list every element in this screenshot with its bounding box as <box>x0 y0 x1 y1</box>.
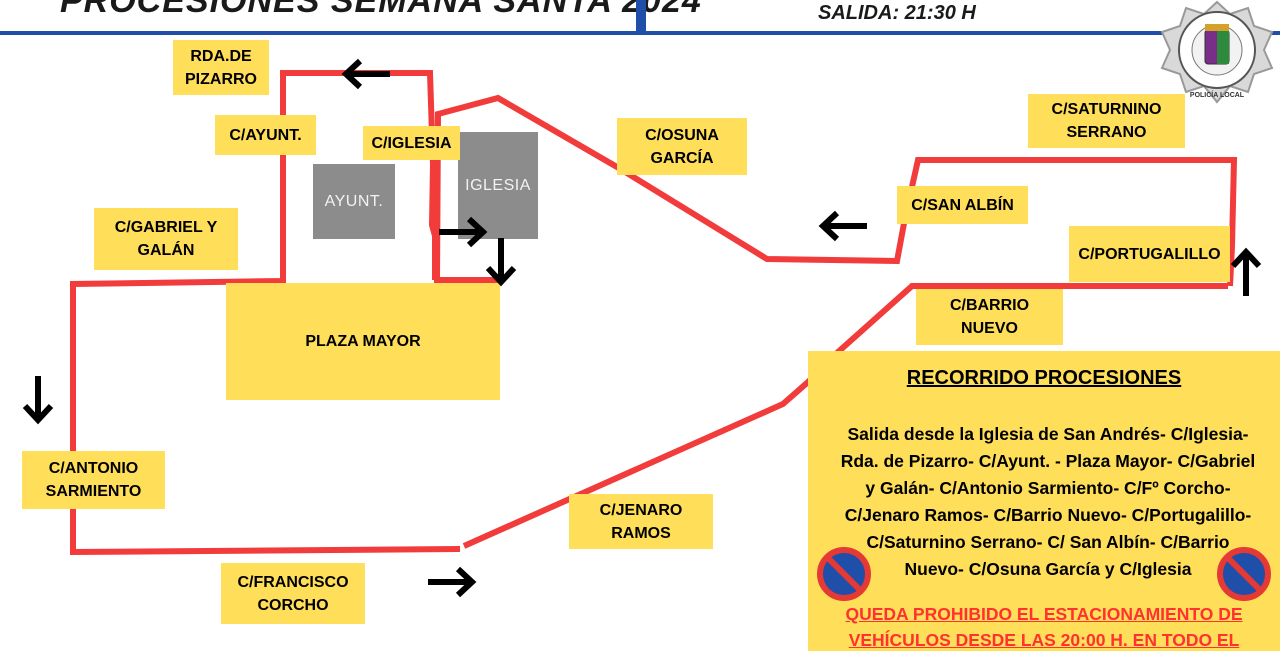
street-label-c-jenaro-ramos: C/JENARO RAMOS <box>569 494 713 549</box>
arrow-down-icon <box>485 238 517 287</box>
route-info-title: RECORRIDO PROCESIONES <box>906 367 1182 389</box>
policia-local-shield-icon: POLICÍA LOCAL <box>1160 0 1274 104</box>
arrow-right-icon <box>428 566 477 598</box>
arrow-up-icon <box>1230 247 1262 296</box>
plaza-mayor: PLAZA MAYOR <box>226 283 500 400</box>
arrow-left-icon <box>341 58 390 90</box>
route-info-panel: RECORRIDO PROCESIONES Salida desde la Ig… <box>808 351 1280 651</box>
street-label-c-san-albin: C/SAN ALBÍN <box>897 186 1028 224</box>
street-label-c-iglesia: C/IGLESIA <box>363 126 460 160</box>
page-title: PROCESIONES SEMANA SANTA 2024 <box>60 0 702 20</box>
arrow-left-icon <box>818 210 867 242</box>
street-label-c-saturnino-serrano: C/SATURNINO SERRANO <box>1028 94 1185 148</box>
ayuntamiento-building: AYUNT. <box>313 164 395 239</box>
street-label-c-antonio-sarmiento: C/ANTONIO SARMIENTO <box>22 451 165 509</box>
route-info-description: Salida desde la Iglesia de San Andrés- C… <box>840 424 1256 579</box>
arrow-down-icon <box>22 376 54 425</box>
header-right-divider <box>646 31 1280 35</box>
street-label-c-portugalillo: C/PORTUGALILLO <box>1069 226 1230 282</box>
street-label-c-gabriel-galan: C/GABRIEL Y GALÁN <box>94 208 238 270</box>
arrow-right-icon <box>439 216 488 248</box>
header-vertical-divider-2 <box>641 0 646 35</box>
street-label-c-francisco-corcho: C/FRANCISCO CORCHO <box>221 563 365 624</box>
header-vertical-divider <box>636 0 641 35</box>
no-parking-icon <box>817 547 871 601</box>
parking-prohibition-notice: QUEDA PROHIBIDO EL ESTACIONAMIENTO DE VE… <box>845 604 1243 650</box>
no-parking-icon <box>1217 547 1271 601</box>
street-label-rda-pizarro: RDA.DE PIZARRO <box>173 40 269 95</box>
street-label-c-ayunt: C/AYUNT. <box>215 115 316 155</box>
header-left-divider <box>0 31 640 35</box>
badge-bottom-text: POLICÍA LOCAL <box>1190 90 1245 99</box>
departure-time: SALIDA: 21:30 H <box>818 2 976 24</box>
street-label-c-barrio-nuevo: C/BARRIO NUEVO <box>916 289 1063 345</box>
iglesia-building: IGLESIA <box>458 132 538 239</box>
street-label-c-osuna-garcia: C/OSUNA GARCÍA <box>617 118 747 175</box>
